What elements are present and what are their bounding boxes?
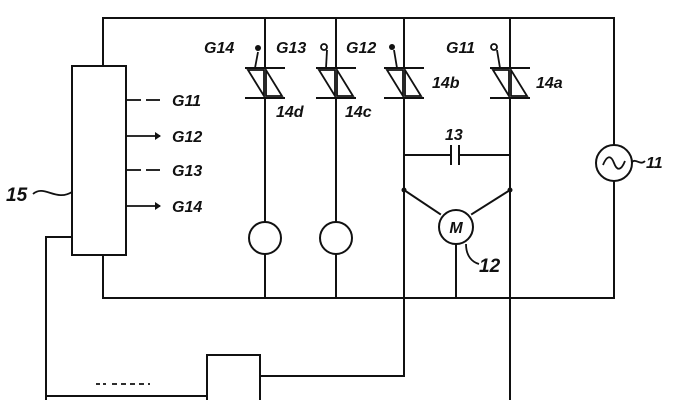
output-label-g11: G11	[172, 93, 201, 110]
gate-label-g14: G14	[204, 40, 234, 57]
triac-label-14c: 14c	[345, 104, 372, 121]
branch-14b	[259, 17, 424, 377]
controller-label: 15	[6, 185, 28, 206]
triac-14b-icon	[384, 44, 424, 100]
capacitor-13-icon	[403, 145, 511, 165]
motor-label: 12	[479, 256, 501, 277]
output-label-g14: G14	[172, 199, 202, 216]
labels: G14 G13 G12 G11 14d 14c 14b 14a 13 11 12…	[6, 40, 663, 277]
output-label-g13: G13	[172, 163, 202, 180]
gate-label-g13: G13	[276, 40, 306, 57]
load-14c-icon	[319, 221, 353, 255]
branch-14d	[245, 17, 285, 299]
triac-label-14b: 14b	[432, 75, 460, 92]
controller-15	[45, 65, 161, 400]
controller-outputs	[126, 99, 161, 210]
sensor-block	[45, 354, 261, 400]
triac-label-14a: 14a	[536, 75, 563, 92]
triac-label-14d: 14d	[276, 104, 305, 121]
branch-14a	[490, 17, 530, 400]
motor-symbol: M	[449, 220, 463, 237]
ac-source-11-icon	[595, 144, 633, 182]
gate-label-g11: G11	[446, 40, 475, 57]
ac-source-label: 11	[646, 155, 663, 172]
motor-12: M	[401, 187, 513, 299]
capacitor-label: 13	[445, 127, 463, 144]
load-14d-icon	[248, 221, 282, 255]
gate-label-g12: G12	[346, 40, 376, 57]
bus-wires	[102, 17, 615, 299]
branch-14c	[316, 17, 356, 299]
output-label-g12: G12	[172, 129, 202, 146]
